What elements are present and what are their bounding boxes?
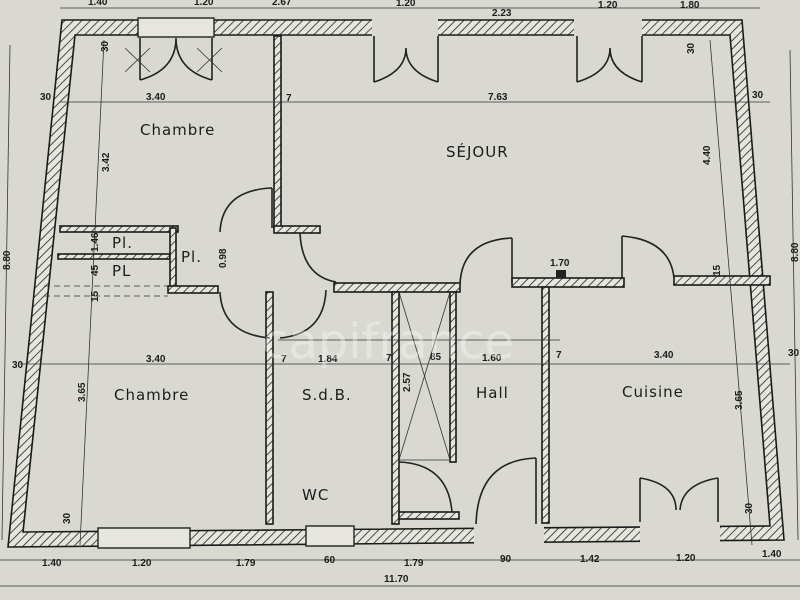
room-label-sejour: SÉJOUR xyxy=(446,142,509,161)
wall-sejour-corridor xyxy=(273,225,321,234)
wall-sejour-cuisine-2 xyxy=(673,275,771,286)
wall-placard-3-side xyxy=(169,227,177,293)
dim-wall-thickness: 30 xyxy=(40,92,52,103)
hood-icon xyxy=(556,270,566,278)
dim-bottom: 1.20 xyxy=(132,558,152,569)
room-label-sdb: S.d.B. xyxy=(302,386,352,404)
dimension-lines xyxy=(0,7,800,587)
wall-sejour-cuisine xyxy=(511,277,625,288)
wall-placard-top xyxy=(59,225,179,233)
dim-top: 1.20 xyxy=(598,0,618,11)
room-label-placard-2: PL xyxy=(112,262,131,280)
dim-partition-thickness: 7 xyxy=(386,353,392,364)
dim-placard-1-depth: 1.46 xyxy=(90,232,101,252)
wall-placard-bottom xyxy=(167,285,219,294)
room-label-chambre-1: Chambre xyxy=(140,121,215,139)
window-bottom-chambre xyxy=(97,527,191,549)
watermark: capifrance xyxy=(262,314,514,370)
wall-chambre-sdb xyxy=(265,291,274,525)
wall-sejour-hall xyxy=(333,282,461,293)
dim-cuisine-width: 3.40 xyxy=(654,350,674,361)
dim-bottom: 1.42 xyxy=(580,554,600,565)
dim-chambre-2-width: 3.40 xyxy=(146,354,166,365)
wall-duct-hall xyxy=(449,291,457,463)
dim-chambre-1-depth: 3.42 xyxy=(101,152,112,172)
dim-hood-width: 1.70 xyxy=(550,258,570,269)
door-cuisine-sejour xyxy=(621,235,675,279)
dim-placard-2-depth: 45 xyxy=(90,264,101,276)
wall-wc-door xyxy=(398,511,460,520)
window-top-chambre xyxy=(137,17,215,38)
dim-partition-thickness: 7 xyxy=(556,350,562,361)
room-label-wc: WC xyxy=(302,486,329,504)
dim-bottom: 1.20 xyxy=(676,553,696,564)
dim-cuisine-depth: 3.65 xyxy=(734,390,745,410)
dim-top: 1.40 xyxy=(88,0,108,8)
dim-wall-thickness: 30 xyxy=(752,90,764,101)
dim-wall-thickness: 30 xyxy=(686,42,697,54)
door-chambre-1 xyxy=(219,187,273,233)
dim-sejour-depth: 4.40 xyxy=(702,145,713,165)
dim-top: 1.20 xyxy=(194,0,214,8)
dashed-line xyxy=(44,285,168,297)
dim-wall-thickness: 30 xyxy=(100,40,111,52)
dim-bottom: 1.40 xyxy=(762,549,782,560)
dim-partition-thickness: 7 xyxy=(286,93,292,104)
french-door-sejour-1 xyxy=(373,36,439,83)
dim-hall-width: 1.60 xyxy=(482,353,502,364)
dim-duct-width: 85 xyxy=(430,352,442,363)
door-opening-cuisine xyxy=(640,522,720,544)
dim-top: 1.20 xyxy=(396,0,416,9)
dim-wall-thickness: 30 xyxy=(744,502,755,514)
dim-placard-3-depth: 0.98 xyxy=(218,248,229,268)
wall-sdb-duct xyxy=(391,291,400,525)
room-label-cuisine: Cuisine xyxy=(622,383,684,401)
dim-chambre-2-depth: 3.65 xyxy=(77,382,88,402)
french-door-cuisine xyxy=(639,477,719,522)
dim-chambre-1-width: 3.40 xyxy=(146,92,166,103)
dim-bottom: 1.79 xyxy=(404,558,424,569)
exterior-wall xyxy=(7,19,785,548)
wall-hall-cuisine xyxy=(541,286,550,524)
dim-sdb-width: 1.84 xyxy=(318,354,338,365)
room-label-placard-1: Pl. xyxy=(112,234,133,252)
dim-sejour-width: 7.63 xyxy=(488,92,508,103)
french-door-chambre xyxy=(124,37,223,81)
wall-placard-mid xyxy=(57,253,171,260)
door-hall-sejour xyxy=(459,237,513,285)
wall-chambre-sejour xyxy=(273,35,282,229)
dim-left-height: 8.80 xyxy=(2,250,13,270)
door-chambre-2 xyxy=(219,291,271,339)
dim-right-height: 8.80 xyxy=(790,242,800,262)
dim-total-width: 11.70 xyxy=(384,574,409,585)
dim-partition-thickness: 7 xyxy=(281,354,287,365)
dim-bottom: 90 xyxy=(500,554,512,565)
dim-bottom: 1.40 xyxy=(42,558,62,569)
dim-duct-depth: 2.57 xyxy=(402,372,413,392)
entrance-door xyxy=(475,457,537,525)
door-opening-entrance xyxy=(474,524,544,546)
dim-wall-thickness: 30 xyxy=(62,512,73,524)
dim-gap-left: 15 xyxy=(90,290,101,302)
dim-top: 1.80 xyxy=(680,0,700,11)
dim-top: 2.23 xyxy=(492,8,512,19)
room-label-chambre-2: Chambre xyxy=(114,386,189,404)
dim-wall-thickness: 30 xyxy=(12,360,24,371)
dim-gap-right: 15 xyxy=(712,264,723,276)
duct-cross xyxy=(398,291,451,461)
room-label-hall: Hall xyxy=(476,384,509,402)
door-sejour xyxy=(299,232,337,283)
dim-bottom: 60 xyxy=(324,555,336,566)
dim-top: 2.67 xyxy=(272,0,292,8)
door-wc xyxy=(398,461,453,513)
window-bottom-wc xyxy=(305,525,355,547)
dim-bottom: 1.79 xyxy=(236,558,256,569)
french-door-sejour-2 xyxy=(576,36,643,83)
door-opening-top-1 xyxy=(372,18,438,37)
door-opening-top-2 xyxy=(574,18,642,37)
dim-wall-thickness: 30 xyxy=(788,348,800,359)
door-sdb xyxy=(279,289,327,339)
room-label-placard-3: Pl. xyxy=(181,248,202,266)
